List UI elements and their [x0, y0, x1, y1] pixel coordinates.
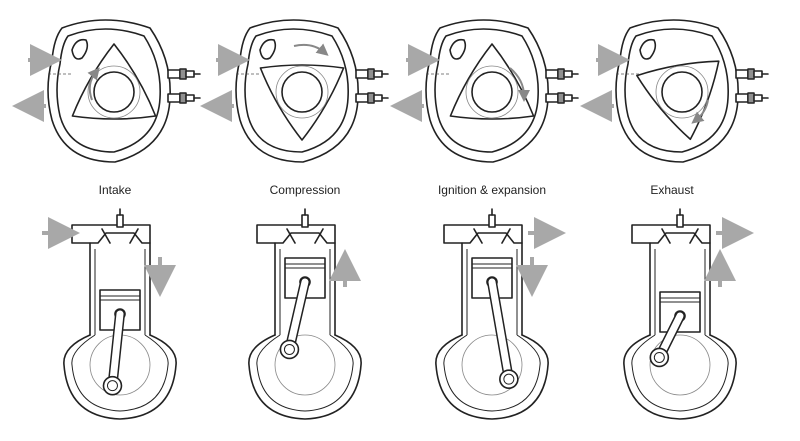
intake-valve [286, 228, 296, 244]
intake-port [449, 38, 467, 60]
spark-plug-trailing [355, 92, 389, 104]
intake-manifold [631, 224, 711, 244]
spark-plug-trailing [167, 92, 201, 104]
rotation-arrow [87, 67, 100, 101]
exhaust-valve [501, 228, 511, 244]
eccentric-shaft [661, 71, 703, 113]
spark-plug [488, 214, 496, 228]
intake-port [639, 38, 657, 60]
piston-exhaust [623, 208, 754, 420]
stage-label-ignition: Ignition & expansion [437, 183, 547, 197]
crank-circle [649, 334, 711, 396]
intake-manifold [71, 224, 151, 244]
crank-circle [274, 334, 336, 396]
exhaust-valve [689, 228, 699, 244]
crank-pin [649, 347, 670, 368]
spark-plug [116, 214, 124, 228]
intake-port [259, 38, 277, 60]
crankcase-inner [631, 334, 729, 412]
spark-plug-leading [167, 68, 201, 80]
spark-plug-trailing [545, 92, 579, 104]
spark-plug [676, 214, 684, 228]
rotation-arrow [509, 67, 530, 102]
crank-circle [461, 334, 523, 396]
eccentric-shaft [471, 71, 513, 113]
crank-pin [499, 369, 519, 389]
stage-label-compression: Compression [269, 183, 341, 197]
crankcase-outer [435, 334, 549, 420]
piston-compression [248, 208, 362, 420]
crank-pin [102, 375, 123, 396]
intake-valve [473, 228, 483, 244]
crankcase-outer [623, 334, 737, 420]
rotor-gear [275, 65, 329, 119]
intake-valve [101, 228, 111, 244]
rotor-gear [87, 65, 141, 119]
rotor-gear [655, 65, 709, 119]
intake-manifold [256, 224, 336, 244]
rotary-intake [12, 19, 201, 163]
eccentric-shaft [93, 71, 135, 113]
spark-plug [301, 214, 309, 228]
rotation-arrow [691, 99, 709, 124]
spark-plug-leading [545, 68, 579, 80]
stage-label-intake: Intake [98, 183, 132, 197]
rotary-ignition [390, 19, 579, 163]
stage-label-exhaust: Exhaust [650, 183, 694, 197]
crankcase-inner [443, 334, 541, 412]
piston-intake [42, 208, 177, 420]
eccentric-shaft [281, 71, 323, 113]
exhaust-valve [129, 228, 139, 244]
crankcase-outer [248, 334, 362, 420]
piston-ignition [435, 208, 566, 420]
intake-valve [661, 228, 671, 244]
spark-plug-leading [355, 68, 389, 80]
exhaust-valve [314, 228, 324, 244]
crankcase-outer [63, 334, 177, 420]
crankcase-inner [256, 334, 354, 412]
intake-manifold [443, 224, 523, 244]
crank-pin [279, 339, 300, 360]
rotary-exhaust [580, 19, 769, 163]
crankcase-inner [71, 334, 169, 412]
intake-port [71, 38, 89, 60]
rotary-compression [200, 19, 389, 163]
spark-plug-leading [735, 68, 769, 80]
rotation-arrow [293, 43, 329, 56]
spark-plug-trailing [735, 92, 769, 104]
